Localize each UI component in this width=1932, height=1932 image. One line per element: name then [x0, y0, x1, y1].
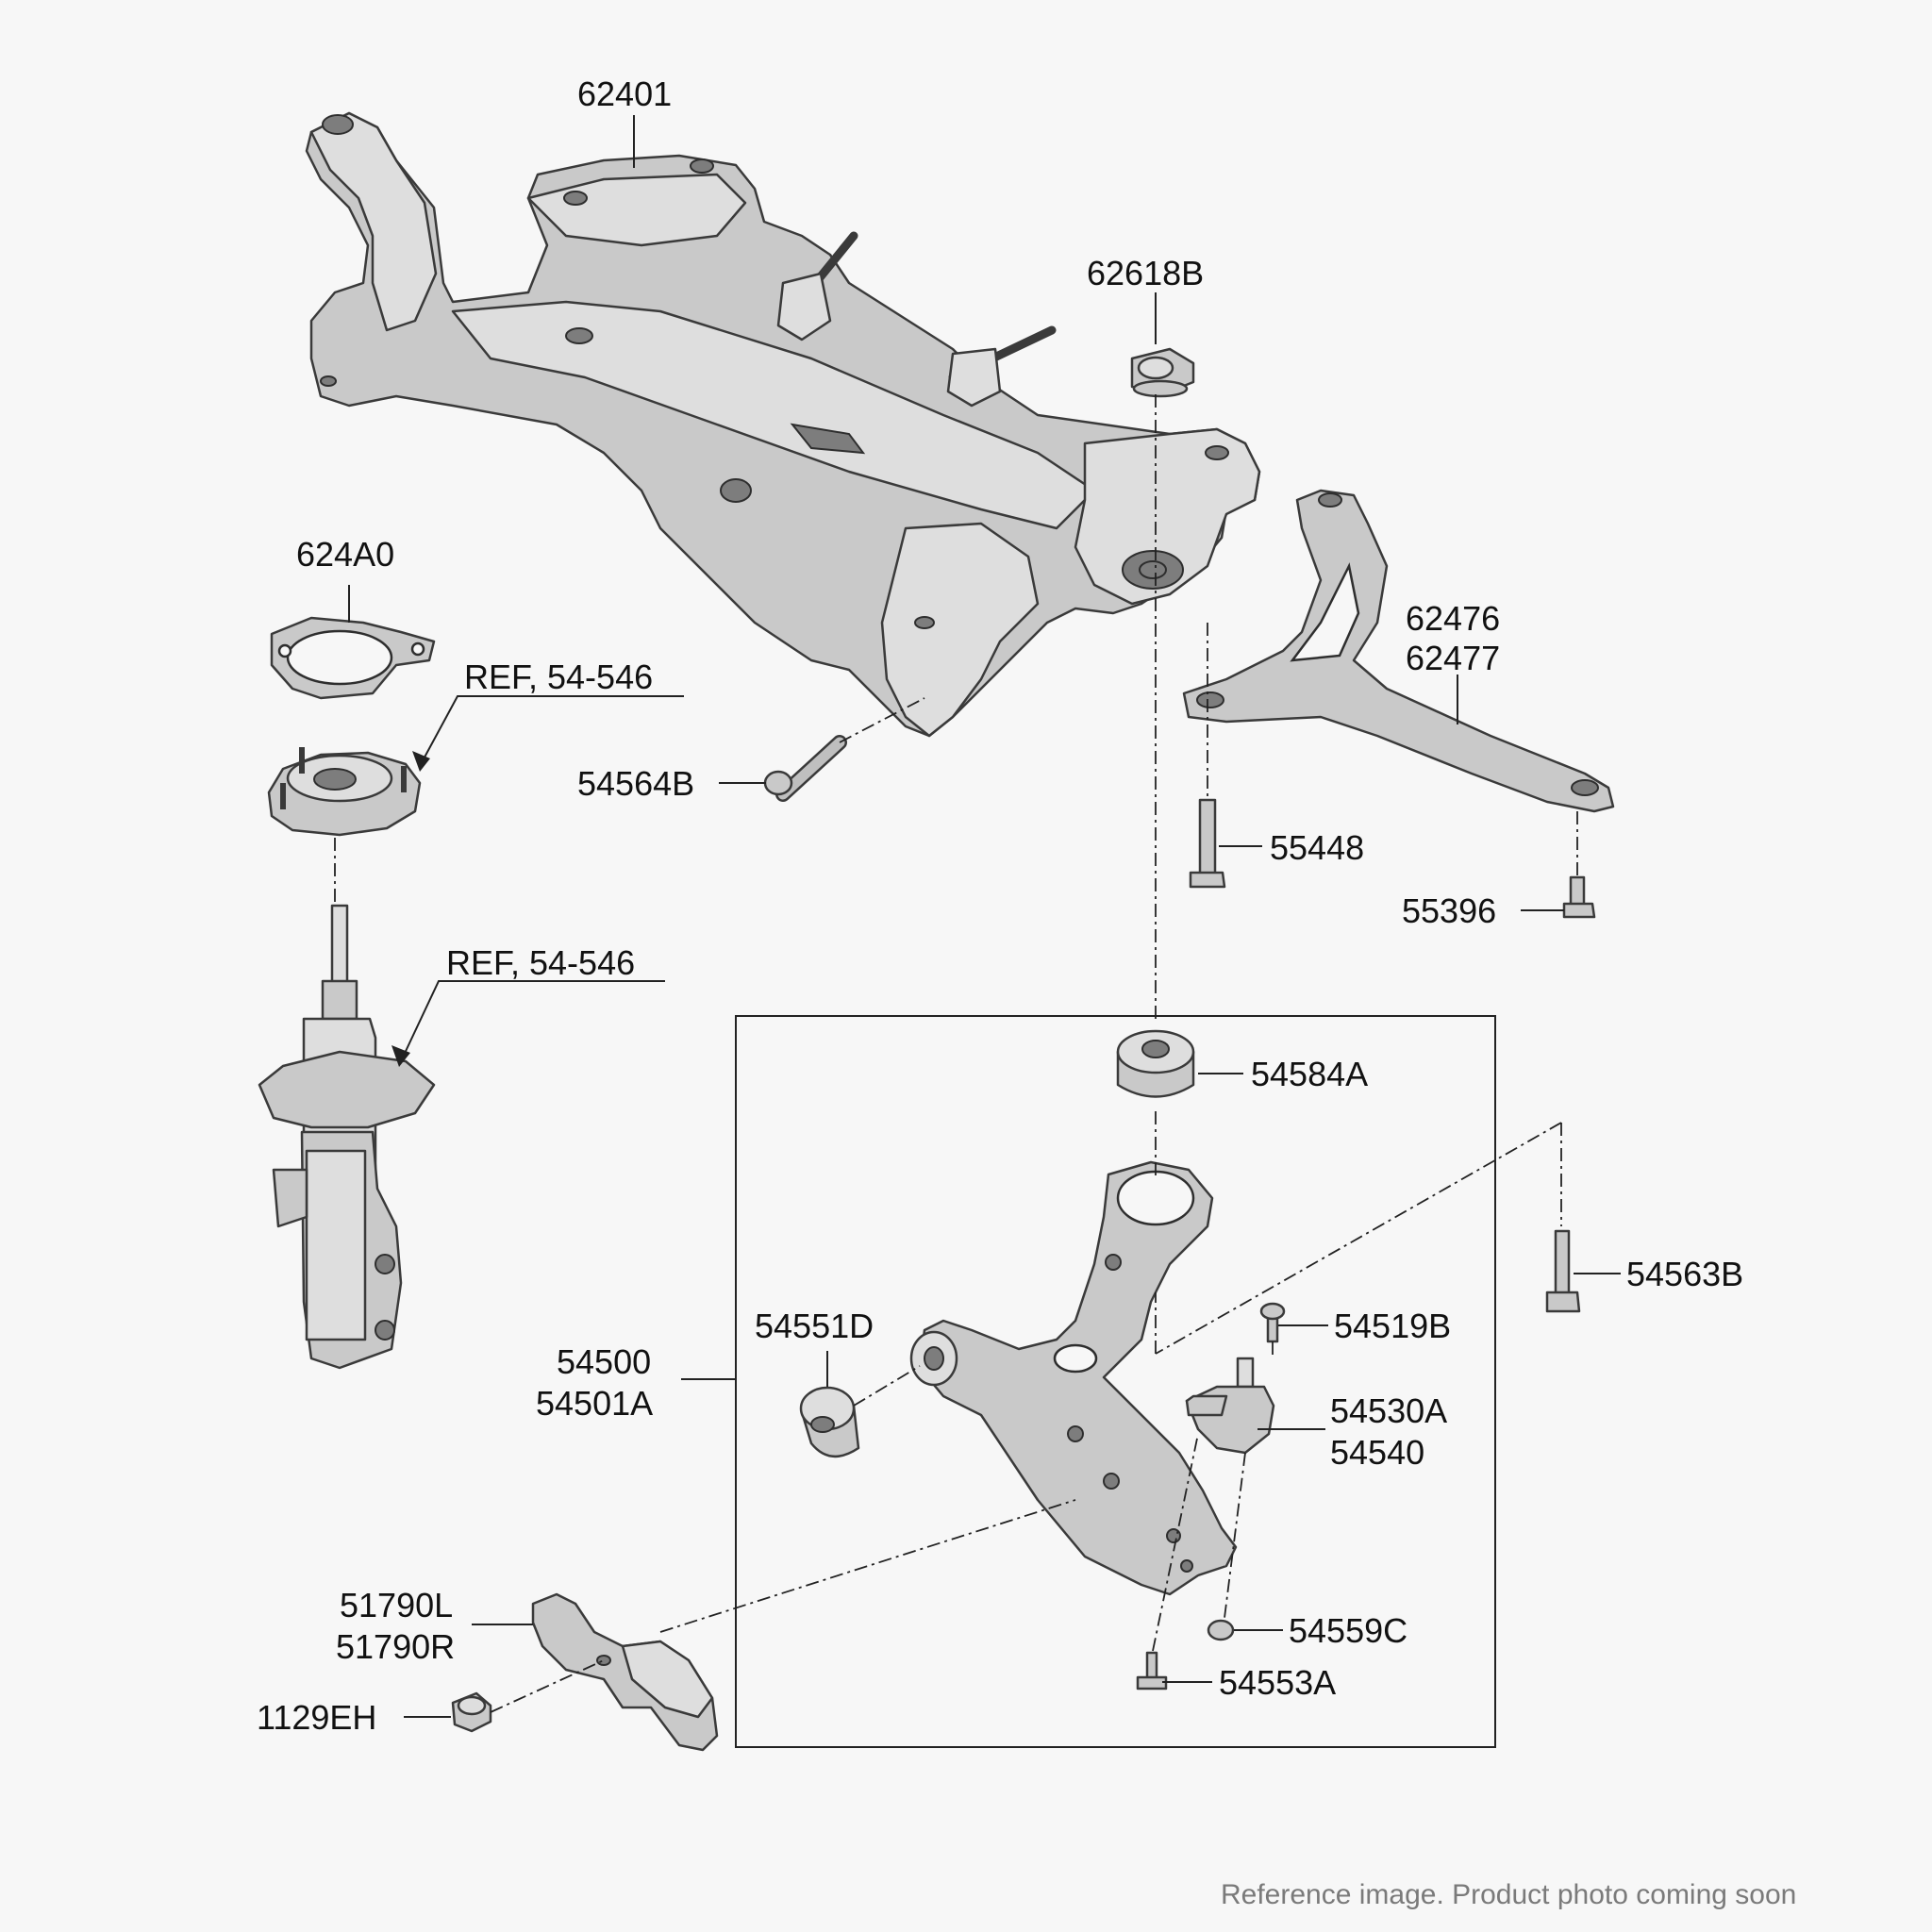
callout-arm-2[interactable]: 54501A: [536, 1384, 653, 1423]
lower-control-arm-part[interactable]: [909, 1160, 1238, 1596]
callout-stay-bolt-2[interactable]: 55396: [1402, 891, 1496, 930]
rear-bushing-part[interactable]: [1116, 1029, 1195, 1098]
strut-mount-part[interactable]: [267, 747, 422, 837]
callout-ball-joint-1[interactable]: 54530A: [1330, 1391, 1447, 1430]
callout-bolt[interactable]: 54553A: [1219, 1663, 1336, 1702]
nut-part[interactable]: [1207, 1619, 1235, 1641]
callout-stay-bolt-1[interactable]: 55448: [1270, 828, 1364, 867]
strut-part[interactable]: [258, 904, 436, 1370]
callout-subframe-nut[interactable]: 62618B: [1087, 254, 1204, 292]
arm-bolt-part[interactable]: [1545, 1229, 1581, 1313]
callout-stay-2[interactable]: 62477: [1406, 639, 1500, 677]
reference-caption: Reference image. Product photo coming so…: [1221, 1879, 1796, 1910]
leader-lines: [348, 115, 1621, 1718]
arm-assembly-frame: [735, 1015, 1496, 1748]
callout-ball-joint-2[interactable]: 54540: [1330, 1433, 1424, 1472]
callout-arm-1[interactable]: 54500: [557, 1342, 651, 1381]
stay-bracket-part[interactable]: [1182, 489, 1615, 813]
callout-subframe[interactable]: 62401: [577, 75, 672, 113]
subframe-bolt-part[interactable]: [763, 735, 847, 802]
stay-bolt-small-part[interactable]: [1562, 875, 1596, 919]
ball-joint-part[interactable]: [1185, 1357, 1275, 1455]
callout-strut-pad[interactable]: 624A0: [296, 535, 394, 574]
callouts: 62401 62618B 624A0 REF, 54-546 REF, 54-5…: [257, 75, 1743, 1737]
subframe-nut-part[interactable]: [1130, 347, 1195, 398]
front-bushing-part[interactable]: [799, 1386, 860, 1457]
subframe-part[interactable]: [305, 111, 1261, 738]
callout-front-bushing[interactable]: 54551D: [755, 1307, 874, 1345]
callout-ball-bolt[interactable]: 54519B: [1334, 1307, 1451, 1345]
mount-bracket-part[interactable]: [531, 1592, 719, 1752]
callout-bracket-2[interactable]: 51790R: [336, 1627, 455, 1666]
callout-rear-bushing[interactable]: 54584A: [1251, 1055, 1368, 1093]
strut-pad-part[interactable]: [270, 616, 436, 700]
callout-stay-1[interactable]: 62476: [1406, 599, 1500, 638]
bracket-bolt-part[interactable]: [451, 1691, 492, 1733]
ball-joint-bolt-part[interactable]: [1259, 1302, 1286, 1343]
callout-subframe-bolt[interactable]: 54564B: [577, 764, 694, 803]
assembly-lines: [334, 394, 1578, 1713]
callout-bracket-1[interactable]: 51790L: [340, 1586, 453, 1624]
callout-arm-bolt[interactable]: 54563B: [1626, 1255, 1743, 1293]
callout-ref-upper[interactable]: REF, 54-546: [464, 658, 653, 696]
callout-nut[interactable]: 54559C: [1289, 1611, 1407, 1650]
bolt-part[interactable]: [1136, 1651, 1168, 1690]
callout-ref-lower[interactable]: REF, 54-546: [446, 943, 635, 982]
callout-bracket-bolt[interactable]: 1129EH: [257, 1698, 376, 1737]
stay-bolt-part[interactable]: [1189, 798, 1226, 889]
